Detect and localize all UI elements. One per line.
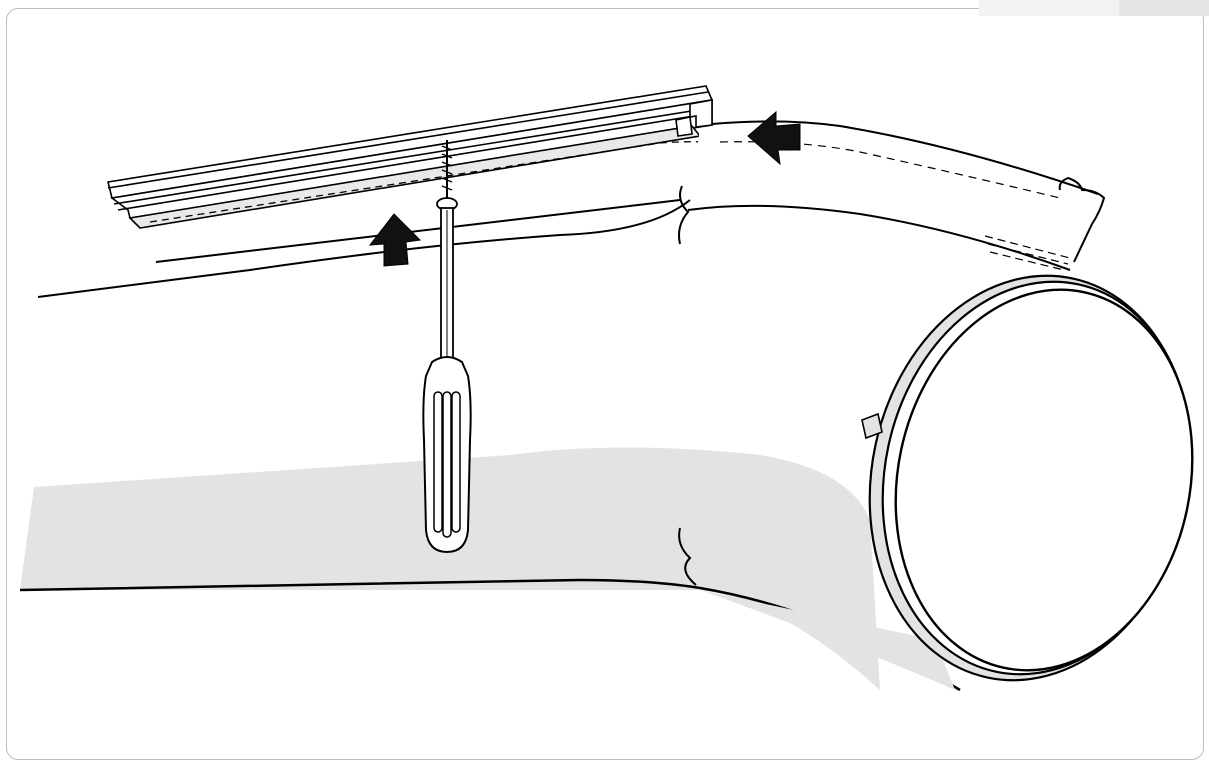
fabric-break-upper — [678, 185, 690, 245]
fabric-top-edge — [37, 199, 691, 298]
corner-tab-segment — [979, 0, 1119, 16]
roller-tube-end — [700, 274, 1194, 690]
screwdriver-icon — [422, 140, 472, 554]
fabric-hem-line — [155, 199, 681, 263]
fabric-strip — [687, 120, 1106, 271]
corner-tab — [979, 0, 1209, 16]
fabric-break-lower — [678, 527, 697, 586]
corner-tab-segment — [1119, 0, 1209, 16]
rail-cord — [149, 141, 741, 223]
up-arrow-icon — [368, 213, 422, 267]
fabric-shade — [20, 447, 880, 690]
left-arrow-icon — [747, 110, 801, 166]
